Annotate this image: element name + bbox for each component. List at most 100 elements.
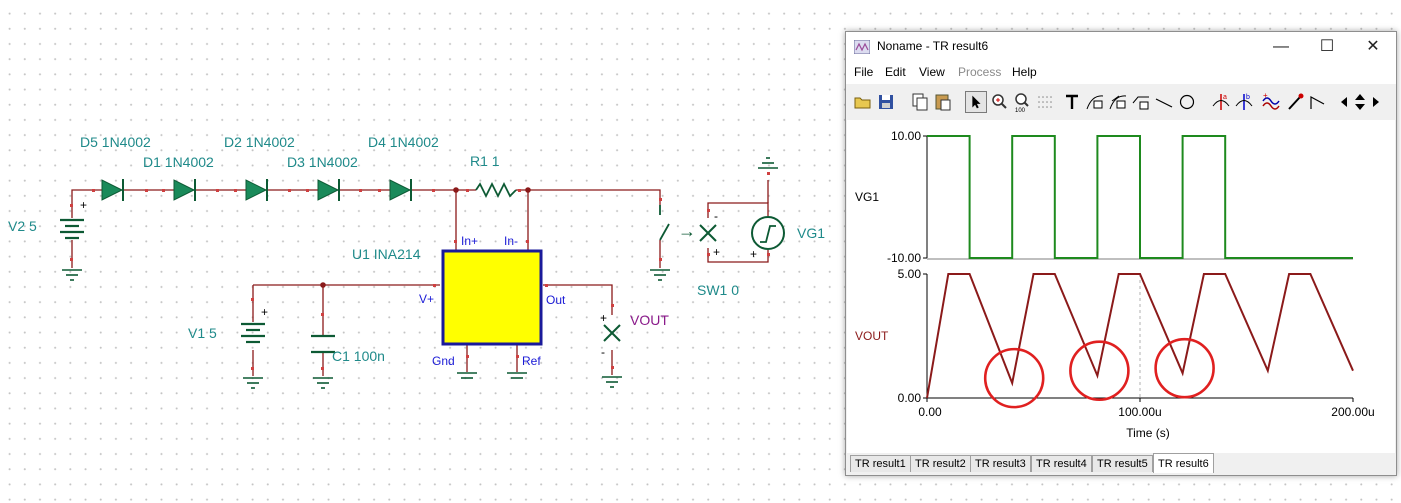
ground-sw1 xyxy=(650,269,670,281)
result-tabs: TR result1 TR result2 TR result3 TR resu… xyxy=(846,453,1396,475)
schematic-canvas[interactable] xyxy=(0,0,840,503)
tab-tr-result6[interactable]: TR result6 xyxy=(1153,453,1214,473)
step-icon[interactable] xyxy=(1307,91,1329,113)
y-tick-label: 5.00 xyxy=(898,267,922,281)
label-v2: V2 5 xyxy=(8,218,37,234)
ic-u1[interactable] xyxy=(441,249,543,346)
zoom-in-icon[interactable] xyxy=(988,91,1010,113)
battery-v2[interactable] xyxy=(60,218,84,240)
junctions xyxy=(320,187,531,288)
x-tick-label: 0.00 xyxy=(918,405,942,419)
vg1-plus-sign: + xyxy=(750,247,758,261)
arrow-updown-icon[interactable] xyxy=(1352,91,1368,113)
control-cross xyxy=(699,224,717,242)
control-arrow-icon: → xyxy=(678,221,696,241)
pin-markers xyxy=(70,172,770,370)
open-icon[interactable] xyxy=(852,91,874,113)
ground-vg1 xyxy=(758,157,778,169)
menu-process[interactable]: Process xyxy=(958,65,1002,79)
menu-view[interactable]: View xyxy=(919,65,945,79)
diode-d3[interactable] xyxy=(317,179,340,201)
arrow-left-icon[interactable] xyxy=(1337,91,1351,113)
annotations xyxy=(983,337,1215,409)
minimize-button[interactable]: — xyxy=(1273,38,1289,55)
switch-sw1[interactable] xyxy=(659,205,670,241)
arrow-right-icon[interactable] xyxy=(1369,91,1383,113)
v2-plus-sign: + xyxy=(80,198,88,212)
save-icon[interactable] xyxy=(875,91,897,113)
label-d3: D3 1N4002 xyxy=(287,154,358,170)
tab-tr-result1[interactable]: TR result1 xyxy=(850,455,911,472)
ground-vout xyxy=(602,376,622,388)
probe-icon[interactable] xyxy=(1284,91,1306,113)
result-window[interactable]: Noname - TR result6 — ☐ ✕ File Edit View… xyxy=(845,31,1397,476)
copy-icon[interactable] xyxy=(909,91,931,113)
maximize-button[interactable]: ☐ xyxy=(1319,38,1335,55)
voltmeter-vout[interactable] xyxy=(603,324,621,342)
x-tick-label: 200.00u xyxy=(1331,405,1374,419)
pin-gnd: Gnd xyxy=(432,354,455,368)
v1-plus-sign: + xyxy=(261,305,269,319)
zoom-100-icon[interactable]: 100 xyxy=(1011,91,1033,113)
menu-help[interactable]: Help xyxy=(1012,65,1037,79)
pin-in-minus: In- xyxy=(504,234,519,248)
menu-edit[interactable]: Edit xyxy=(885,65,906,79)
circle-icon[interactable] xyxy=(1176,91,1198,113)
generator-vg1[interactable] xyxy=(751,216,785,250)
text-icon[interactable] xyxy=(1061,91,1083,113)
series-vout xyxy=(926,273,1354,399)
resistor-r1[interactable] xyxy=(475,181,517,199)
y-tick-label: -10.00 xyxy=(887,251,921,265)
pin-in-plus: In+ xyxy=(461,234,479,248)
label-d4: D4 1N4002 xyxy=(368,134,439,150)
capacitor-c1[interactable] xyxy=(311,334,335,354)
svg-text:+: + xyxy=(1263,91,1268,100)
pin-out: Out xyxy=(546,293,566,307)
label-vout: VOUT xyxy=(630,312,669,328)
menu-file[interactable]: File xyxy=(854,65,874,79)
tab-tr-result2[interactable]: TR result2 xyxy=(910,455,971,472)
line-icon[interactable] xyxy=(1153,91,1175,113)
toolbar: 100 a b + xyxy=(846,86,1396,116)
svg-text:100: 100 xyxy=(1015,108,1026,113)
title-bar[interactable]: Noname - TR result6 — ☐ ✕ xyxy=(846,32,1396,62)
diode-d1[interactable] xyxy=(173,179,196,201)
label-d5: D5 1N4002 xyxy=(80,134,151,150)
pin-ref: Ref xyxy=(522,354,541,368)
battery-v1[interactable] xyxy=(241,322,265,344)
tab-tr-result3[interactable]: TR result3 xyxy=(970,455,1031,472)
svg-text:a: a xyxy=(1223,94,1227,101)
y-tick-label: 0.00 xyxy=(898,391,922,405)
pointer-icon[interactable] xyxy=(965,91,987,113)
close-button[interactable]: ✕ xyxy=(1366,38,1380,55)
sw-minus-sign: - xyxy=(714,209,718,223)
vout-minus-sign: - xyxy=(601,345,605,359)
paste-icon[interactable] xyxy=(932,91,954,113)
window-title: Noname - TR result6 xyxy=(877,39,989,53)
y-tick-label: 10.00 xyxy=(891,129,921,143)
highlight-circle-1 xyxy=(983,347,1045,409)
diode-d4[interactable] xyxy=(389,179,412,201)
axes xyxy=(923,135,1354,402)
curve-label3-icon[interactable] xyxy=(1130,91,1152,113)
wires xyxy=(71,180,769,376)
menu-bar: File Edit View Process Help xyxy=(846,62,1396,84)
label-vg1: VG1 xyxy=(797,225,826,241)
diode-chain[interactable] xyxy=(101,179,412,201)
tab-tr-result4[interactable]: TR result4 xyxy=(1031,455,1092,472)
svg-text:b: b xyxy=(1246,94,1250,101)
diode-d5[interactable] xyxy=(101,179,124,201)
waveform-icon[interactable]: + xyxy=(1261,91,1283,113)
cursor-b-icon[interactable]: b xyxy=(1233,91,1255,113)
curve-label-icon[interactable] xyxy=(1084,91,1106,113)
highlight-circle-2 xyxy=(1069,340,1130,401)
x-axis-label: Time (s) xyxy=(1126,426,1170,440)
grid-icon[interactable] xyxy=(1034,91,1056,113)
curve-label2-icon[interactable] xyxy=(1107,91,1129,113)
tab-tr-result5[interactable]: TR result5 xyxy=(1092,455,1153,472)
diode-d2[interactable] xyxy=(245,179,268,201)
cursor-a-icon[interactable]: a xyxy=(1210,91,1232,113)
label-c1: C1 100n xyxy=(332,348,385,364)
